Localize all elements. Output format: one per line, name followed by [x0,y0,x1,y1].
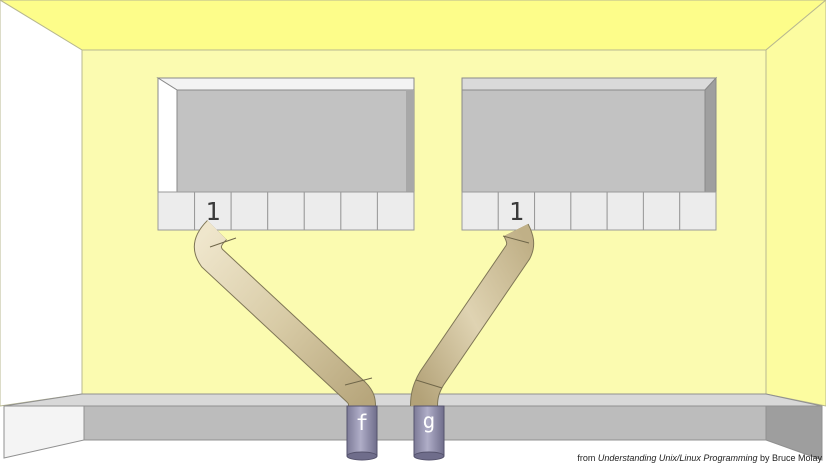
fd-slot [497,191,536,231]
fd-slot [679,191,717,231]
fd-slot [606,191,644,231]
stream-label-f: f [356,411,369,435]
stream-label-g: g [423,409,436,433]
fd-slot [642,191,681,231]
credit-line: from Understanding Unix/Linux Programmin… [572,453,822,463]
ceiling [0,0,826,51]
fd-slot-value: 1 [205,197,220,226]
fd-slot [461,191,499,231]
fd-slot [303,191,342,231]
stream-can-f: f [346,405,378,461]
left-pipe [193,220,376,407]
stream-can-g: g [413,405,445,461]
floor-left-end [3,405,85,459]
credit-suffix: by Bruce Molay [757,453,822,463]
left-wall [0,0,83,407]
credit-prefix: from [577,453,598,463]
floor-right-end [765,405,823,461]
fd-slot [340,191,378,231]
fd-slot [534,191,572,231]
fd-slot [157,191,196,231]
fd-slot [570,191,608,231]
fd-slot [267,191,305,231]
fd-slot [376,191,415,231]
right-wall [765,0,826,407]
left-slot-row: 1 [157,191,415,231]
credit-book-title: Understanding Unix/Linux Programming [597,453,758,463]
right-slot-row: 1 [461,191,717,231]
fd-slot [230,191,269,231]
fd-slot [194,191,232,231]
right-pipe [410,223,535,407]
fd-slot-value: 1 [509,197,524,226]
